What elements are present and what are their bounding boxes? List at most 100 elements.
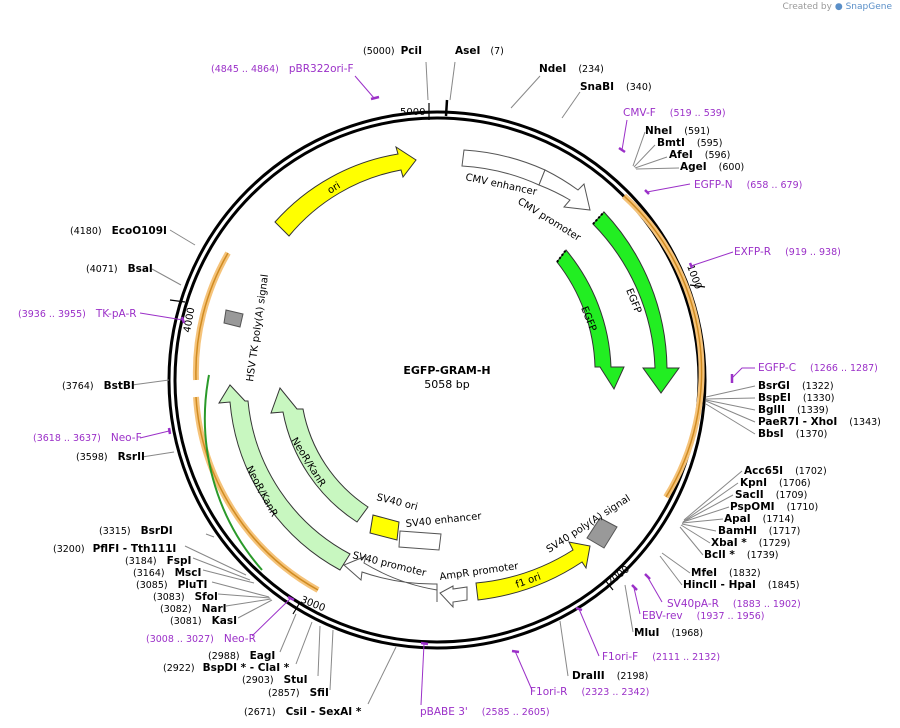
primer-leader-lines <box>139 75 755 706</box>
leader-draiii <box>559 620 569 677</box>
feature-sv40-polya[interactable] <box>586 517 618 549</box>
leader-pcii <box>425 61 429 101</box>
enzyme-bsrgi[interactable]: BsrGI(1322) <box>758 380 834 392</box>
enzyme-csii-sexai[interactable]: (2671)CsiI - SexAI * <box>244 706 362 718</box>
feature-egfp-outer[interactable] <box>592 211 680 394</box>
enzyme-bcli[interactable]: BclI *(1739) <box>704 549 778 561</box>
leader-rsrii <box>141 451 175 458</box>
enzyme-bsrdi[interactable]: (3315)BsrDI <box>99 525 173 537</box>
feature-neor-outer[interactable] <box>218 384 351 571</box>
tick-2000-mark <box>604 579 614 591</box>
enzyme-eagi[interactable]: (2988)EagI <box>208 650 275 662</box>
primer-mark-pbr322ori-f <box>370 95 380 101</box>
primer-f1ori-r[interactable]: F1ori-R(2323 .. 2342) <box>530 686 649 698</box>
enzyme-bglii[interactable]: BglII(1339) <box>758 404 829 416</box>
leader-ecoo109i <box>169 229 196 246</box>
pleader-cmv-f <box>621 119 628 151</box>
enzyme-bbsi[interactable]: BbsI(1370) <box>758 428 827 440</box>
leader-bstbi <box>131 379 170 386</box>
feature-ori[interactable] <box>274 145 417 237</box>
primer-pbr322ori-f[interactable]: (4845 .. 4864)pBR322ori-F <box>211 63 354 75</box>
leader-pluti <box>211 581 270 598</box>
enzyme-hincii-hpai[interactable]: HincII - HpaI(1845) <box>683 579 799 591</box>
enzyme-bspdi-clai[interactable]: (2922)BspDI * - ClaI * <box>163 662 290 674</box>
enzyme-mlui[interactable]: MluI(1968) <box>634 627 703 639</box>
enzyme-bsai[interactable]: (4071)BsaI <box>86 263 153 275</box>
enzyme-afei[interactable]: AfeI(596) <box>669 149 730 161</box>
enzyme-bspei[interactable]: BspEI(1330) <box>758 392 834 404</box>
enzyme-msci[interactable]: (3164)MscI <box>133 567 201 579</box>
enzyme-kasi[interactable]: (3081)KasI <box>170 615 237 627</box>
enzyme-pluti[interactable]: (3085)PluTI <box>136 579 207 591</box>
enzyme-sfii[interactable]: (2857)SfiI <box>268 687 329 699</box>
primer-neo-f[interactable]: (3618 .. 3637)Neo-F <box>33 432 142 444</box>
enzyme-stui[interactable]: (2903)StuI <box>242 674 308 686</box>
feature-f1-ori[interactable] <box>475 541 591 601</box>
leader-nari <box>225 598 272 607</box>
enzyme-pspomi[interactable]: PspOMI(1710) <box>730 501 818 513</box>
enzyme-pflfi-tth111i[interactable]: (3200)PflFI - Tth111I <box>53 543 176 555</box>
primer-f1ori-f[interactable]: F1ori-F(2111 .. 2132) <box>602 651 720 663</box>
enzyme-rsrii[interactable]: (3598)RsrII <box>76 451 145 463</box>
enzyme-acc65i[interactable]: Acc65I(1702) <box>744 465 827 477</box>
enzyme-ndei[interactable]: NdeI(234) <box>539 63 604 75</box>
pleader-egfp-c <box>731 367 755 379</box>
leader-agei <box>635 167 680 170</box>
enzyme-nari[interactable]: (3082)NarI <box>160 603 227 615</box>
primer-ebv-rev[interactable]: EBV-rev(1937 .. 1956) <box>642 610 765 622</box>
primer-cmv-f[interactable]: CMV-F(519 .. 539) <box>623 107 726 119</box>
enzyme-pcii[interactable]: (5000)PciI <box>363 45 422 57</box>
leader-sfii <box>329 629 334 691</box>
leader-bglii <box>705 399 756 411</box>
enzyme-kpni[interactable]: KpnI(1706) <box>740 477 811 489</box>
primer-egfp-n[interactable]: EGFP-N(658 .. 679) <box>694 179 802 191</box>
leader-mlui <box>624 584 634 633</box>
leader-hincii <box>659 555 683 586</box>
enzyme-snabi[interactable]: SnaBI(340) <box>580 81 652 93</box>
leader-msci <box>202 569 255 584</box>
tick-4000: 4000 <box>182 307 197 334</box>
enzyme-agei[interactable]: AgeI(600) <box>680 161 744 173</box>
watermark-brand: SnapGene <box>845 2 892 12</box>
enzyme-bstbi[interactable]: (3764)BstBI <box>62 380 135 392</box>
primer-tk-pa-r[interactable]: (3936 .. 3955)TK-pA-R <box>18 308 137 320</box>
enzyme-paer7i-xhoi[interactable]: PaeR7I - XhoI(1343) <box>758 416 881 428</box>
leader-mfei <box>661 552 691 574</box>
feature-ampr-promoter[interactable] <box>439 585 468 609</box>
enzyme-mfei[interactable]: MfeI(1832) <box>691 567 761 579</box>
tick-4000-mark <box>169 299 186 303</box>
snapgene-logo-icon: ● <box>834 2 843 12</box>
leader-bspei <box>705 397 756 400</box>
feature-neor-inner[interactable] <box>270 386 369 523</box>
enzyme-leader-lines <box>131 61 756 705</box>
enzyme-fspi[interactable]: (3184)FspI <box>125 555 191 567</box>
primer-neo-r[interactable]: (3008 .. 3027)Neo-R <box>146 633 256 645</box>
enzyme-asei[interactable]: AseI(7) <box>455 45 504 57</box>
feature-sv40-ori[interactable] <box>369 514 400 541</box>
primer-mark-pbabe <box>420 641 429 646</box>
enzyme-apai[interactable]: ApaI(1714) <box>724 513 794 525</box>
enzyme-xbai[interactable]: XbaI *(1729) <box>711 537 790 549</box>
enzyme-sfoi[interactable]: (3083)SfoI <box>153 591 218 603</box>
feature-hsv-tk-polya[interactable] <box>223 309 244 328</box>
feature-sv40-promoter[interactable] <box>343 555 438 602</box>
primer-pbabe[interactable]: pBABE 3'(2585 .. 2605) <box>420 706 550 718</box>
leader-bsrgi <box>705 385 756 398</box>
enzyme-sacii[interactable]: SacII(1709) <box>735 489 807 501</box>
tick-1000-mark <box>689 284 706 288</box>
enzyme-bamhi[interactable]: BamHI(1717) <box>718 525 800 537</box>
enzyme-bmti[interactable]: BmtI(595) <box>657 137 722 149</box>
primer-exfp-r[interactable]: EXFP-R(919 .. 938) <box>734 246 841 258</box>
feature-cmv-promoter[interactable] <box>538 169 591 211</box>
feature-egfp-inner[interactable] <box>556 249 625 391</box>
watermark-prefix: Created by <box>782 2 832 12</box>
primer-sv40pa-r[interactable]: SV40pA-R(1883 .. 1902) <box>667 598 801 610</box>
enzyme-nhei[interactable]: NheI(591) <box>645 125 710 137</box>
enzyme-ecoo109i[interactable]: (4180)EcoO109I <box>70 225 167 237</box>
leader-ndei <box>510 75 541 109</box>
primer-egfp-c[interactable]: EGFP-C(1266 .. 1287) <box>758 362 878 374</box>
leader-eagi <box>279 613 297 653</box>
origin-tick <box>444 99 449 117</box>
enzyme-draiii[interactable]: DraIII(2198) <box>572 670 648 682</box>
feature-sv40-enhancer[interactable] <box>398 530 442 551</box>
